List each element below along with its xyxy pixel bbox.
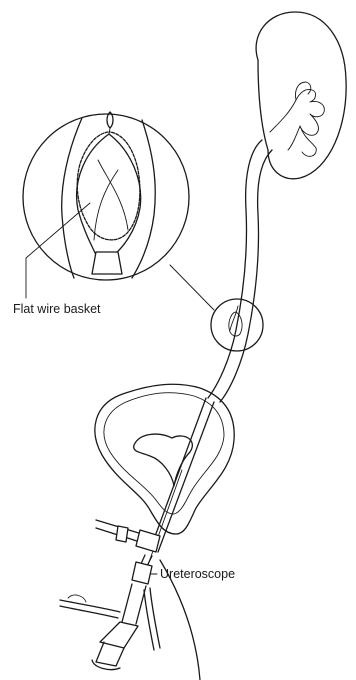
flat-wire-basket-label: Flat wire basket [13, 303, 101, 316]
basket-inset [23, 112, 189, 280]
ureter [208, 140, 272, 402]
ureteroscope-label: Ureteroscope [160, 568, 235, 581]
inset-connector-line [170, 265, 214, 310]
kidney [256, 12, 346, 179]
